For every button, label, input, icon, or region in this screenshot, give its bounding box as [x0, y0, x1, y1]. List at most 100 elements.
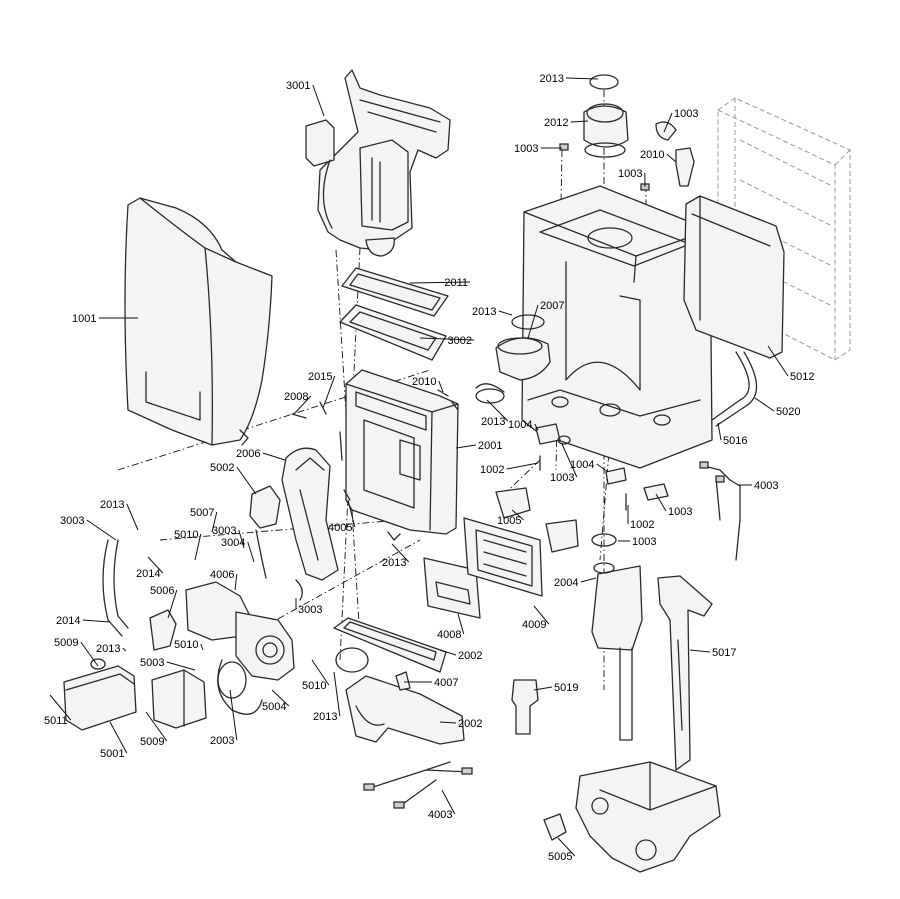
callout-label-c5001: 5001: [100, 748, 124, 760]
gasket-2011: [341, 267, 449, 317]
callout-label-c5010a: 5010: [174, 529, 198, 541]
callout-label-c5009b: 5009: [140, 736, 164, 748]
callout-label-c5006: 5006: [150, 585, 174, 597]
callout-label-c3003a: 3003: [60, 515, 84, 527]
callout-label-c2013f: 2013: [96, 643, 120, 655]
callout-label-c1003e: 1003: [668, 506, 692, 518]
leader-line-c3003b: [238, 529, 245, 549]
leader-line-c5001: [109, 721, 128, 754]
hydraulic-block: [511, 679, 721, 873]
leader-line-c2013d: [126, 503, 139, 531]
leader-line-c5016: [717, 422, 722, 441]
callout-label-c2003: 2003: [210, 735, 234, 747]
leader-line-c2007: [527, 304, 539, 339]
leader-line-c5019: [533, 686, 553, 691]
leader-line-c2014a: [147, 556, 164, 574]
leader-line-c5012: [767, 345, 789, 377]
rear-frame-ghost: [717, 97, 851, 361]
callout-label-c5009a: 5009: [54, 637, 78, 649]
leader-line-c5020: [754, 397, 775, 412]
leader-line-c2001: [455, 444, 477, 449]
callout-label-c2013b: 2013: [472, 306, 496, 318]
callout-label-c1003d: 1003: [550, 472, 574, 484]
leader-line-c3003a: [86, 519, 117, 541]
callout-leaders: [49, 77, 789, 857]
leader-line-c5002: [236, 466, 257, 495]
manifold-5017: [591, 533, 713, 771]
leader-line-c2003: [229, 689, 238, 741]
heat-exchanger-2001: [345, 369, 459, 535]
callout-label-c5016: 5016: [723, 435, 747, 447]
leader-line-c2008: [293, 395, 312, 415]
front-casing-1001: [124, 197, 273, 446]
callout-label-c5010c: 5010: [302, 680, 326, 692]
leader-line-c2004: [580, 577, 597, 583]
leader-line-c2014b: [82, 619, 111, 623]
control-panel-4009: [463, 517, 543, 597]
callout-label-c5002: 5002: [210, 462, 234, 474]
leader-line-c5010a: [194, 533, 202, 561]
callout-label-c2013g: 2013: [313, 711, 337, 723]
leader-line-c4006: [234, 573, 238, 591]
outlet-2007: [475, 314, 551, 404]
callout-label-c4007: 4007: [434, 677, 458, 689]
callout-label-c3003c: 3003: [298, 604, 322, 616]
callout-label-c4006: 4006: [210, 569, 234, 581]
leader-line-c2013a: [565, 77, 599, 80]
callout-label-c2010a: 2010: [640, 149, 664, 161]
callout-label-c2004: 2004: [554, 577, 578, 589]
callout-label-c1004b: 1004: [570, 459, 594, 471]
leader-line-c4003b: [441, 789, 456, 815]
callout-label-c2015: 2015: [308, 371, 332, 383]
leader-line-c3002: [419, 337, 475, 341]
gasket-3002: [339, 304, 447, 361]
callout-label-c2006: 2006: [236, 448, 260, 460]
callout-label-c1005: 1005: [497, 515, 521, 527]
leader-line-c1004a: [534, 423, 539, 431]
leader-line-c2006: [262, 452, 286, 461]
small-clips: [291, 389, 669, 691]
callout-label-c2013d: 2013: [100, 499, 124, 511]
callout-label-c1003c: 1003: [618, 168, 642, 180]
leader-line-c5007: [211, 511, 218, 533]
callout-label-c1002a: 1002: [480, 464, 504, 476]
callout-label-c5012: 5012: [790, 371, 814, 383]
callout-label-c1003a: 1003: [674, 108, 698, 120]
callout-label-c2013c: 2013: [481, 416, 505, 428]
wiring-4003-right: [699, 461, 741, 561]
callout-label-c1003f: 1003: [632, 536, 656, 548]
callout-label-c4003a: 4003: [754, 480, 778, 492]
callout-label-c3003b: 3003: [212, 525, 236, 537]
leader-line-c1004b: [596, 463, 609, 473]
top-components: [559, 74, 695, 191]
callout-label-c4005: 4005: [328, 522, 352, 534]
callout-label-c3001: 3001: [286, 80, 310, 92]
leader-line-c2002a: [439, 649, 457, 656]
callout-label-c5004: 5004: [262, 701, 286, 713]
control-panel-4008: [423, 557, 481, 619]
leader-line-c5004: [271, 689, 290, 707]
leader-line-c2013b: [498, 310, 513, 316]
leader-line-c5005: [557, 837, 576, 857]
leader-line-c2010b: [438, 380, 444, 393]
leader-line-c1003a: [663, 112, 673, 133]
leader-line-c2015: [322, 375, 336, 409]
callout-label-c2002a: 2002: [458, 650, 482, 662]
callout-label-c4008: 4008: [437, 629, 461, 641]
callout-label-c2012: 2012: [544, 117, 568, 129]
callout-label-c2013e: 2013: [382, 557, 406, 569]
callout-label-c2001: 2001: [478, 440, 502, 452]
leader-line-c5010c: [311, 659, 330, 686]
leader-line-c5009b: [145, 711, 168, 742]
leader-line-c2010a: [666, 153, 677, 163]
leader-line-c4005: [347, 499, 356, 528]
expansion-vessel-5012: [683, 195, 785, 359]
pipe-5020: [711, 351, 758, 427]
callout-label-c4003b: 4003: [428, 809, 452, 821]
callout-label-c1003b: 1003: [514, 143, 538, 155]
leader-line-c1003d: [561, 443, 578, 478]
callout-label-c4009: 4009: [522, 619, 546, 631]
